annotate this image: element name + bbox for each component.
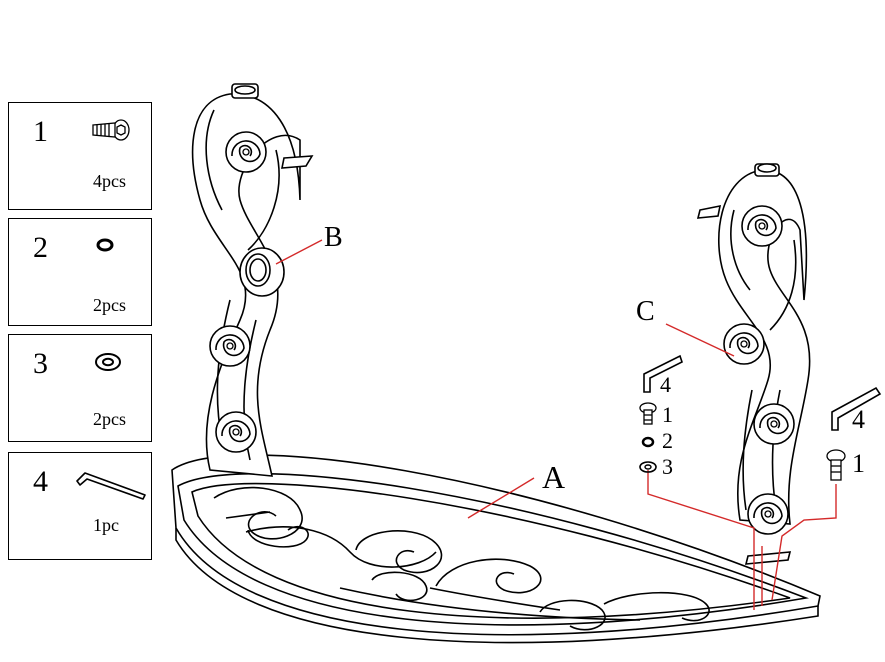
left-leg-mid-scroll [209, 325, 251, 367]
small-washer-icon [96, 238, 114, 252]
callout-right-screw-icon [826, 449, 846, 481]
callout-right-1: 1 [852, 449, 865, 478]
left-leg-spacer-ring [239, 247, 285, 297]
left-leg-top-scroll [225, 131, 267, 173]
leader-lines [275, 239, 837, 610]
part-box-4: 4 1pc [8, 452, 152, 560]
callout-left-3: 3 [662, 454, 673, 479]
right-leg-bottom-scroll [747, 493, 789, 535]
part-qty: 4pcs [93, 171, 126, 191]
left-leg [191, 83, 314, 477]
screw-icon [92, 119, 130, 141]
part-box-3: 3 2pcs [8, 334, 152, 442]
part-number: 2 [33, 231, 48, 264]
large-washer-icon [95, 353, 121, 371]
left-leg-bottom-scroll [215, 411, 257, 453]
part-box-2: 2 2pcs [8, 218, 152, 326]
right-leg-lower-scroll [753, 403, 795, 445]
callout-left-1: 1 [662, 402, 673, 427]
callout-large-washer-icon [639, 461, 657, 473]
part-number: 3 [33, 347, 48, 380]
hex-key-icon [76, 472, 146, 500]
hardware-callout-left: 4 1 2 3 [639, 354, 683, 479]
part-number: 1 [33, 115, 48, 148]
callout-small-washer-icon [641, 436, 655, 448]
label-a: A [542, 459, 565, 495]
callout-right-4: 4 [852, 405, 865, 434]
callout-left-4: 4 [660, 372, 671, 397]
right-leg [696, 163, 811, 565]
part-box-1: 1 4pcs [8, 102, 152, 210]
part-number: 4 [33, 465, 48, 498]
part-qty: 1pc [93, 515, 119, 535]
label-b: B [324, 222, 343, 253]
part-qty: 2pcs [93, 409, 126, 429]
right-leg-top-scroll [741, 205, 783, 247]
callout-screw-icon [639, 402, 657, 425]
hardware-callout-right: 4 1 [826, 386, 882, 481]
base-shelf [171, 454, 821, 644]
right-leg-mid-scroll [723, 323, 765, 365]
part-qty: 2pcs [93, 295, 126, 315]
callout-left-2: 2 [662, 428, 673, 453]
label-c: C [636, 296, 655, 327]
